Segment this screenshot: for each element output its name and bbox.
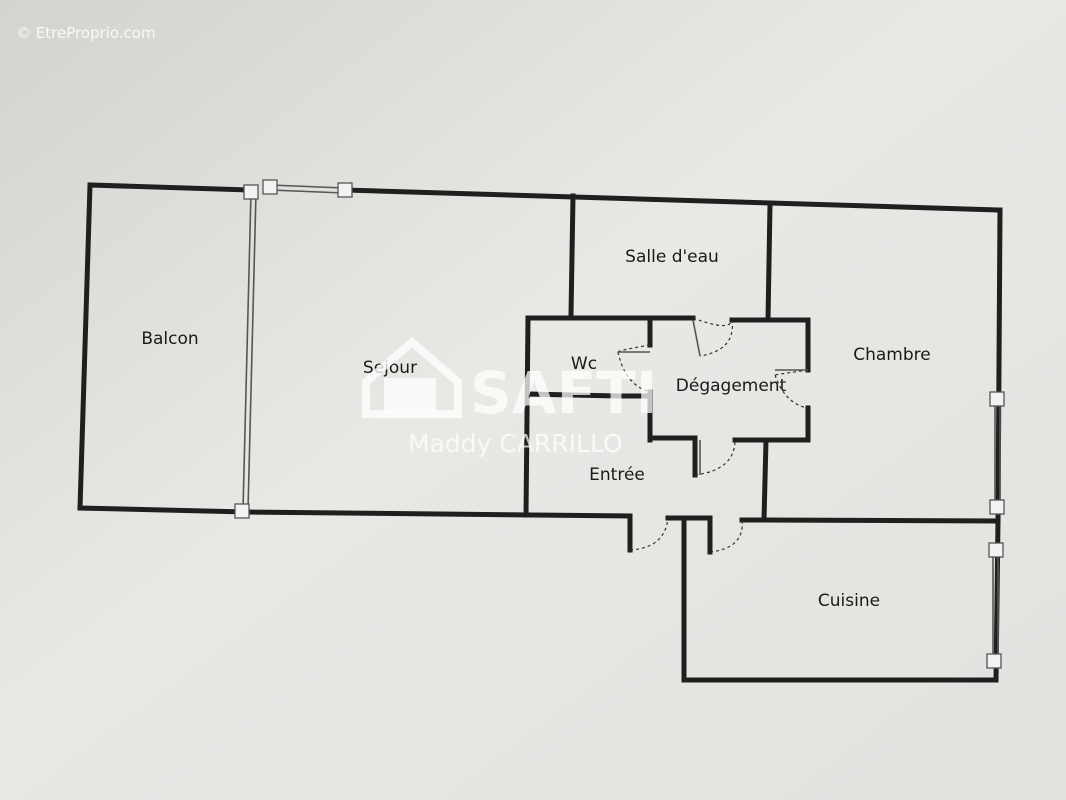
balcony-wall	[77, 182, 253, 515]
house-logo-icon	[362, 336, 462, 418]
bottom-wall-sejour	[242, 509, 633, 519]
right-wall-chambre	[995, 207, 1003, 523]
watermark-agent: Maddy CARRILLO	[408, 429, 623, 458]
window-post	[988, 542, 1004, 558]
windows	[234, 179, 1005, 669]
room-label-salle-eau: Salle d'eau	[625, 247, 719, 267]
sejour-right-wall	[523, 315, 531, 518]
walls	[77, 182, 1003, 683]
window-post	[989, 499, 1005, 515]
window-post	[337, 182, 353, 198]
safti-watermark: SAFTI Maddy CARRILLO	[362, 336, 657, 458]
copyright-watermark: © EtreProprio.com	[16, 24, 156, 42]
window-post	[989, 391, 1005, 407]
cuisine-wall	[681, 515, 1001, 683]
room-label-cuisine: Cuisine	[818, 591, 880, 611]
room-label-wc: Wc	[571, 354, 597, 374]
room-label-chambre: Chambre	[853, 345, 931, 365]
salle-eau-right-wall	[765, 202, 773, 323]
room-label-degagement: Dégagement	[676, 376, 787, 396]
window-post	[986, 653, 1002, 669]
wc-bottom-wall	[525, 391, 618, 399]
salle-eau-left-wall	[568, 193, 576, 318]
entree-right-wall	[761, 437, 769, 523]
window-post	[262, 179, 278, 195]
room-label-balcon: Balcon	[141, 329, 198, 349]
window-post	[243, 184, 259, 200]
doors	[617, 317, 809, 553]
window-post	[234, 503, 250, 519]
top-wall	[342, 187, 1003, 213]
watermark-brand: SAFTI	[470, 359, 657, 427]
chambre-cuisine-wall	[759, 517, 1001, 524]
room-label-entree: Entrée	[589, 465, 645, 485]
